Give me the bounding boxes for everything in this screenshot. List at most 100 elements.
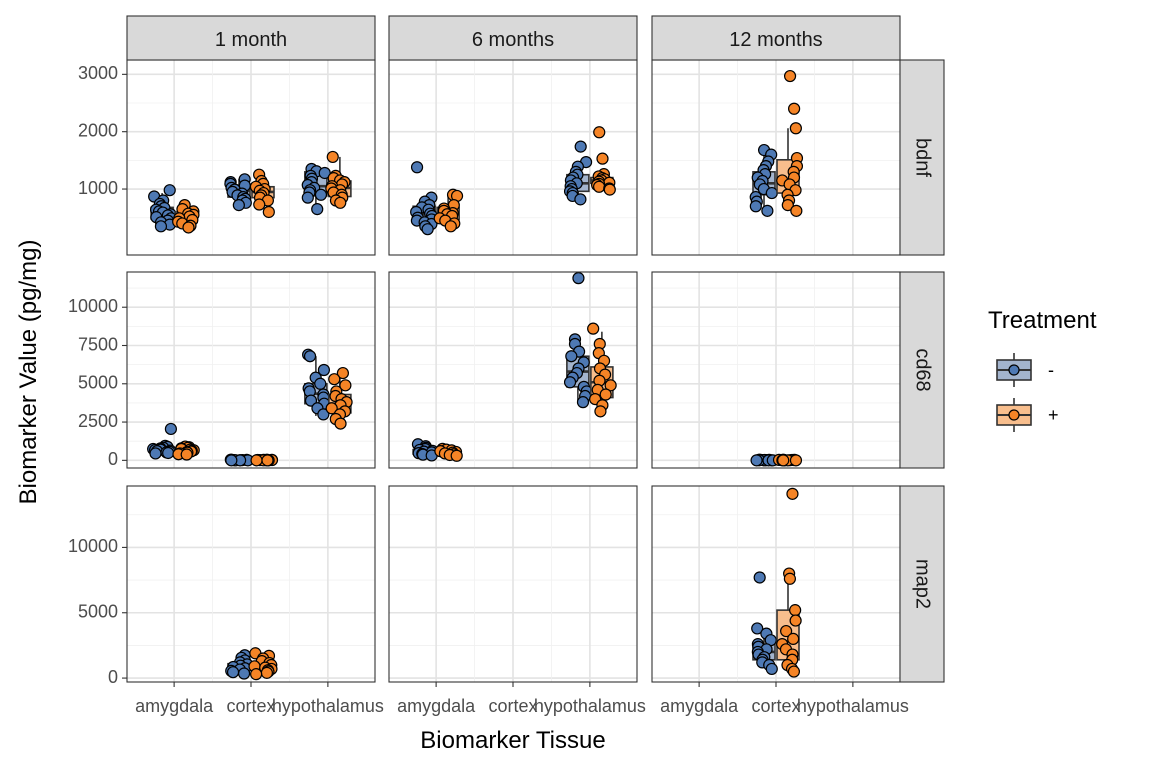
panel-map2-1-month <box>126 485 376 683</box>
data-point <box>593 180 606 193</box>
group-cortex-plus <box>776 69 804 217</box>
legend-key-point <box>1008 364 1020 376</box>
x-tick-label-cortex: cortex <box>488 696 537 716</box>
data-point <box>334 196 347 209</box>
legend-item-plus: + <box>996 398 1059 432</box>
data-point <box>328 373 341 386</box>
x-tick-label-cortex: cortex <box>226 696 275 716</box>
group-hypothalamus-minus <box>301 162 331 216</box>
data-point <box>789 454 803 467</box>
data-point <box>180 448 193 461</box>
data-point <box>260 666 273 679</box>
data-point <box>789 604 802 617</box>
x-tick-label-hypothalamus: hypothalamus <box>272 696 384 716</box>
data-point <box>317 363 331 377</box>
panel-cd68-6-months <box>388 271 638 469</box>
data-point <box>777 454 790 467</box>
group-hypothalamus-plus <box>325 150 352 209</box>
y-tick-label: 10000 <box>68 536 118 556</box>
panel-cd68-12-months <box>651 271 901 469</box>
group-amygdala-minus <box>148 184 178 233</box>
data-point <box>232 199 245 212</box>
data-point <box>149 447 162 460</box>
x-tick-label-amygdala: amygdala <box>135 696 214 716</box>
data-point <box>787 632 800 645</box>
data-point <box>574 140 587 153</box>
data-point <box>250 454 263 467</box>
data-point <box>563 376 577 389</box>
data-point <box>574 193 587 206</box>
legend-item-minus: - <box>996 353 1054 387</box>
strip-row-bdnf <box>899 59 945 256</box>
x-tick-label-amygdala: amygdala <box>660 696 739 716</box>
data-point <box>162 446 175 460</box>
legend-label: + <box>1048 405 1059 425</box>
legend-title: Treatment <box>988 307 1097 334</box>
x-tick-label-hypothalamus: hypothalamus <box>797 696 909 716</box>
data-point <box>164 422 177 436</box>
data-point <box>781 199 794 212</box>
data-point <box>565 350 578 363</box>
data-point <box>311 203 324 216</box>
data-point <box>450 449 463 462</box>
group-hypothalamus-plus <box>587 322 617 418</box>
data-point <box>444 220 457 233</box>
data-point <box>599 388 612 401</box>
group-cortex-plus <box>250 453 279 467</box>
data-point <box>261 454 274 467</box>
group-hypothalamus-minus <box>563 272 593 409</box>
data-point <box>318 166 331 180</box>
data-point <box>576 396 590 409</box>
data-point <box>163 184 176 197</box>
data-point <box>303 350 317 363</box>
data-point <box>749 200 762 213</box>
group-hypothalamus-plus <box>325 366 353 430</box>
y-tick-label: 5000 <box>78 601 118 621</box>
group-amygdala-plus <box>172 199 200 234</box>
data-point <box>339 379 352 392</box>
y-tick-label: 5000 <box>78 373 118 393</box>
strip-label-6-months: 6 months <box>472 29 554 51</box>
data-point <box>325 402 338 415</box>
data-point <box>421 223 434 236</box>
strip-label-bdnf: bdnf <box>912 138 934 177</box>
data-point <box>780 624 793 638</box>
strip-label-12-months: 12 months <box>729 29 822 51</box>
y-tick-label: 2000 <box>78 120 118 140</box>
group-amygdala-plus <box>433 188 464 233</box>
strip-col-12-months <box>651 15 901 61</box>
data-point <box>783 69 797 83</box>
data-point <box>786 487 799 500</box>
x-axis-title: Biomarker Tissue <box>420 727 605 754</box>
data-point <box>765 186 778 200</box>
y-tick-label: 0 <box>108 449 118 469</box>
strip-label-cd68: cd68 <box>912 348 934 391</box>
data-point <box>789 614 802 627</box>
panel-map2-6-months <box>388 485 638 683</box>
data-point <box>182 221 195 234</box>
group-hypothalamus-minus <box>302 348 331 421</box>
strip-row-cd68 <box>899 271 945 469</box>
group-hypothalamus-plus <box>590 126 616 196</box>
data-point <box>603 183 616 196</box>
data-point <box>753 571 766 584</box>
panel-bdnf-1-month <box>126 59 376 256</box>
group-cortex-plus <box>772 453 803 467</box>
data-point <box>317 408 330 421</box>
strip-row-map2 <box>899 485 945 683</box>
data-point <box>301 191 314 204</box>
data-point <box>336 366 349 380</box>
data-point <box>594 405 607 418</box>
group-cortex-plus <box>248 647 278 681</box>
y-tick-label: 10000 <box>68 296 118 316</box>
data-point <box>237 667 251 680</box>
panel-bdnf-12-months <box>651 59 901 256</box>
panel-map2-12-months <box>651 485 901 683</box>
strip-label-map2: map2 <box>912 559 934 609</box>
data-point <box>787 665 801 678</box>
group-cortex-minus <box>224 173 252 212</box>
data-point <box>789 122 802 135</box>
y-tick-label: 0 <box>108 667 118 687</box>
